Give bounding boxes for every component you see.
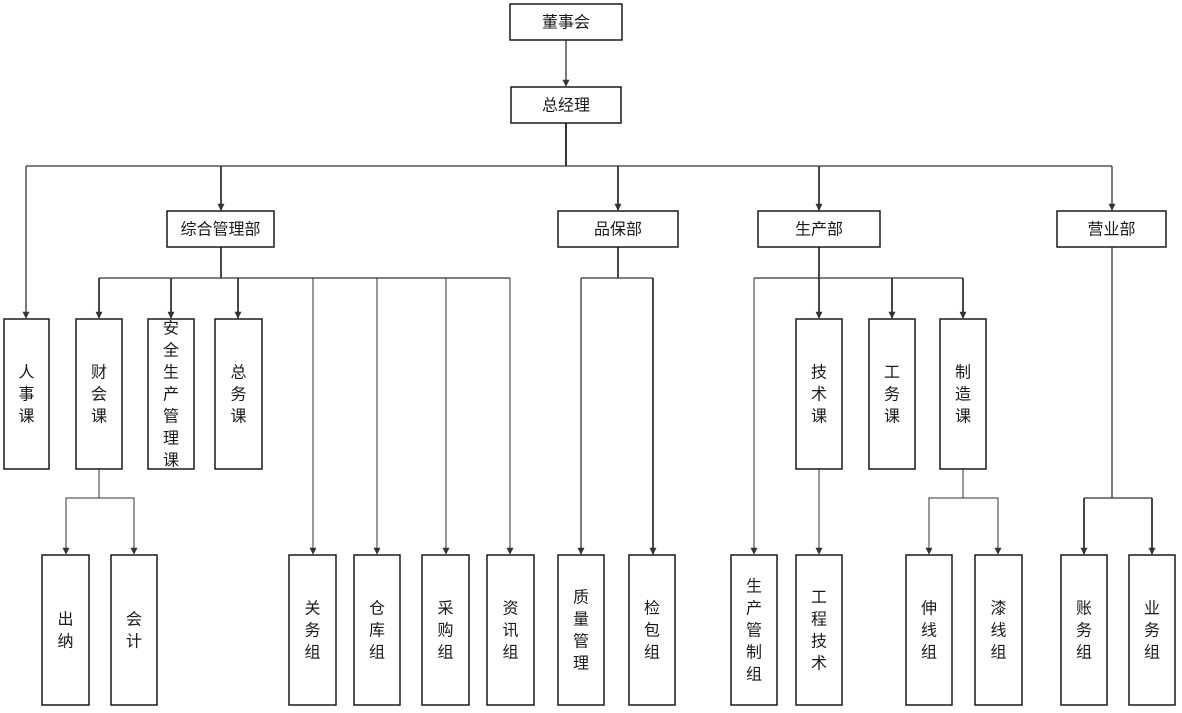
node-box <box>147 318 195 470</box>
node-box <box>939 318 987 470</box>
node-box <box>730 554 778 706</box>
node-cashier: 出纳 <box>41 554 90 706</box>
node-label: 营业部 <box>1087 220 1135 239</box>
node-label: 关务组 <box>304 599 320 662</box>
node-label: 会计 <box>126 610 142 651</box>
node-box <box>75 318 123 470</box>
node-box <box>486 554 535 706</box>
node-biz: 业务组 <box>1128 554 1176 706</box>
node-box <box>510 86 622 124</box>
node-box <box>214 318 263 470</box>
node-label: 仓库组 <box>369 599 385 662</box>
connector <box>963 497 1002 555</box>
node-finance: 财会课 <box>75 318 123 470</box>
org-nodes: 董事会总经理综合管理部品保部生产部营业部人事课财会课安全生产管理课总务课技术课工… <box>3 3 1176 706</box>
connector-lines <box>22 40 1156 555</box>
node-box <box>41 554 90 706</box>
node-admin: 综合管理部 <box>166 210 275 248</box>
node-safety: 安全生产管理课 <box>147 318 195 470</box>
node-it: 资讯组 <box>486 554 535 706</box>
node-label: 制造课 <box>955 363 971 426</box>
node-label: 工程技术 <box>811 588 827 673</box>
node-box <box>905 554 953 706</box>
node-label: 生产管制组 <box>746 577 762 684</box>
node-warehouse: 仓库组 <box>353 554 401 706</box>
node-box <box>1060 554 1108 706</box>
connector <box>62 469 100 555</box>
node-label: 技术课 <box>811 363 827 426</box>
node-purchase: 采购组 <box>421 554 470 706</box>
node-label: 财会课 <box>91 363 107 426</box>
node-box <box>1056 210 1167 248</box>
node-acct: 账务组 <box>1060 554 1108 706</box>
node-label: 品保部 <box>594 220 642 239</box>
node-label: 人事课 <box>18 363 34 426</box>
node-box <box>974 554 1023 706</box>
node-label: 董事会 <box>542 13 590 32</box>
node-prod: 生产部 <box>757 210 881 248</box>
node-accounting: 会计 <box>110 554 158 706</box>
node-label: 检包组 <box>644 599 660 662</box>
node-gm: 总经理 <box>510 86 622 124</box>
node-sales: 营业部 <box>1056 210 1167 248</box>
node-box <box>3 318 50 470</box>
node-box <box>166 210 275 248</box>
node-box <box>288 554 337 706</box>
node-label: 质量管理 <box>573 588 589 673</box>
node-box <box>110 554 158 706</box>
node-paint: 漆线组 <box>974 554 1023 706</box>
node-label: 资讯组 <box>502 599 518 662</box>
connector <box>925 469 964 555</box>
node-work: 工务课 <box>868 318 916 470</box>
node-mfg: 制造课 <box>939 318 987 470</box>
node-qa: 品保部 <box>557 210 679 248</box>
node-hr: 人事课 <box>3 318 50 470</box>
node-box <box>557 554 605 706</box>
node-label: 账务组 <box>1076 599 1092 662</box>
node-label: 出纳 <box>57 610 73 651</box>
connector <box>99 497 138 555</box>
node-box <box>1128 554 1176 706</box>
node-pr: 关务组 <box>288 554 337 706</box>
node-label: 总经理 <box>542 96 590 115</box>
node-label: 工务课 <box>884 363 900 426</box>
node-box <box>557 210 679 248</box>
node-label: 综合管理部 <box>180 220 260 239</box>
node-label: 漆线组 <box>990 599 1006 662</box>
node-box <box>628 554 676 706</box>
node-eng: 工程技术 <box>795 554 843 706</box>
node-inspect: 检包组 <box>628 554 676 706</box>
node-box <box>757 210 881 248</box>
node-prodctrl: 生产管制组 <box>730 554 778 706</box>
node-box <box>795 318 843 470</box>
node-label: 业务组 <box>1144 599 1160 662</box>
node-box <box>421 554 470 706</box>
node-general: 总务课 <box>214 318 263 470</box>
node-box <box>868 318 916 470</box>
node-label: 伸线组 <box>921 599 937 662</box>
node-box <box>509 3 623 41</box>
node-tech: 技术课 <box>795 318 843 470</box>
node-quality: 质量管理 <box>557 554 605 706</box>
node-box <box>795 554 843 706</box>
node-label: 生产部 <box>795 220 843 239</box>
node-board: 董事会 <box>509 3 623 41</box>
node-label: 采购组 <box>437 599 453 662</box>
node-box <box>353 554 401 706</box>
node-label: 安全生产管理课 <box>163 319 179 470</box>
node-stretch: 伸线组 <box>905 554 953 706</box>
node-label: 总务课 <box>230 363 246 426</box>
